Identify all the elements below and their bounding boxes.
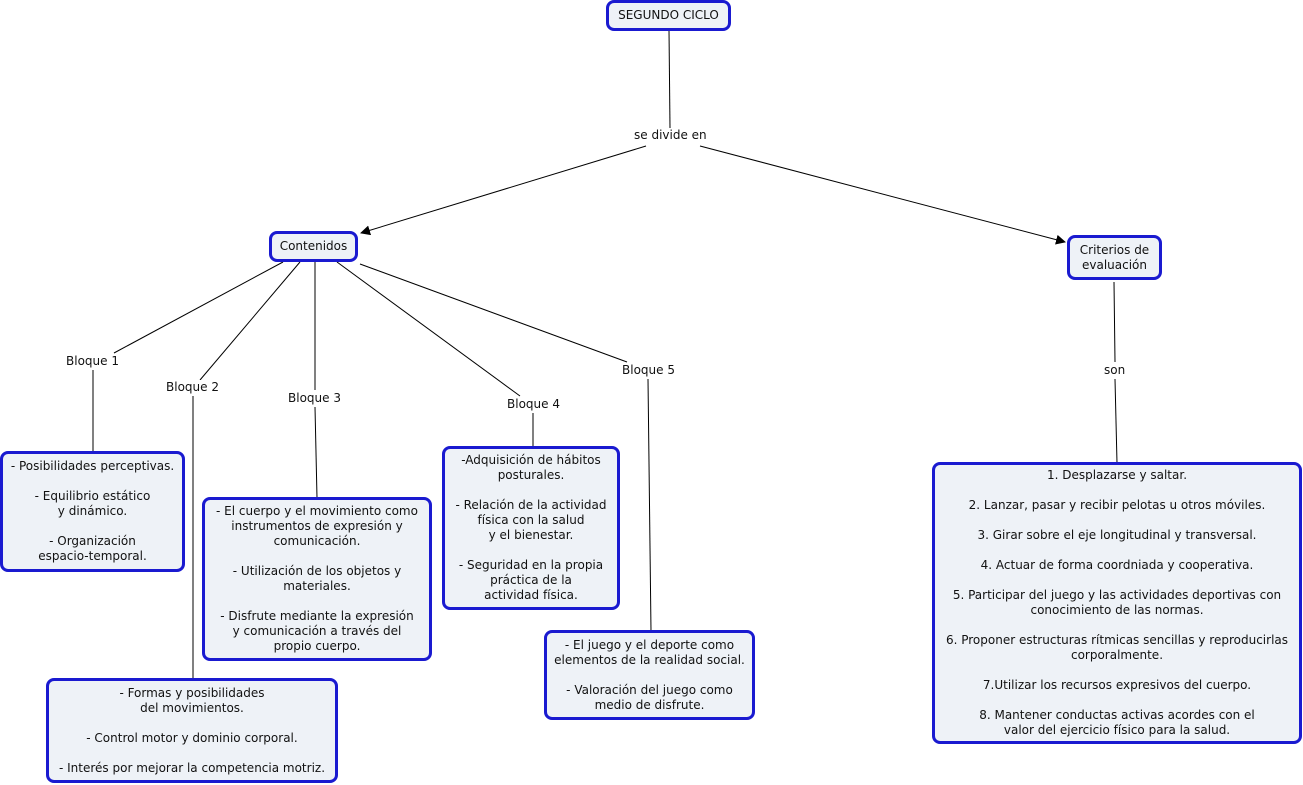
root-node[interactable]: SEGUNDO CICLO [606,0,731,31]
line-criterios-son [1113,281,1116,363]
bloque-1-text: - Posibilidades perceptivas. - Equilibri… [10,459,175,563]
link-label-bloque-5: Bloque 5 [619,363,678,378]
criterios-node-text: Criterios de evaluación [1079,242,1150,272]
link-label-bloque-1: Bloque 1 [63,354,122,369]
bloque-5-text: - El juego y el deporte como elementos d… [554,637,745,712]
bloque-2-node[interactable]: - Formas y posibilidades del movimientos… [46,678,338,783]
arrow-to-criterios [699,145,1066,245]
link-label-bloque-2: Bloque 2 [163,380,222,395]
bloque-3-text: - El cuerpo y el movimiento como instrum… [216,504,418,653]
contenidos-node[interactable]: Contenidos [269,231,358,262]
bloque-3-node[interactable]: - El cuerpo y el movimiento como instrum… [202,497,432,661]
bloque-1-node[interactable]: - Posibilidades perceptivas. - Equilibri… [0,451,185,572]
link-label-se-divide-en: se divide en [631,128,710,143]
bloque-2-text: - Formas y posibilidades del movimientos… [58,685,326,775]
line-contenidos-b4 [336,261,521,397]
bloque-4-node[interactable]: -Adquisición de hábitos posturales. - Re… [442,446,620,610]
link-label-bloque-3: Bloque 3 [285,391,344,406]
line-root-to-link [668,29,671,129]
contenidos-node-text: Contenidos [279,239,348,253]
link-label-bloque-4: Bloque 4 [504,397,563,412]
line-b5-box [647,378,652,632]
bloque-4-text: -Adquisición de hábitos posturales. - Re… [455,453,607,602]
line-contenidos-b5 [359,263,628,363]
line-son-box [1114,378,1118,464]
line-contenidos-b1 [113,261,284,354]
criterios-node[interactable]: Criterios de evaluación [1067,235,1162,280]
arrow-to-contenidos [360,145,647,236]
bloque-5-node[interactable]: - El juego y el deporte como elementos d… [544,630,755,720]
criterios-list-node[interactable]: 1. Desplazarse y saltar. 2. Lanzar, pasa… [932,462,1302,744]
line-contenidos-b2 [199,261,301,381]
criterios-list-text: 1. Desplazarse y saltar. 2. Lanzar, pasa… [945,468,1289,737]
line-b3-box [314,406,318,499]
link-label-son: son [1101,363,1129,378]
root-node-text: SEGUNDO CICLO [618,8,719,22]
